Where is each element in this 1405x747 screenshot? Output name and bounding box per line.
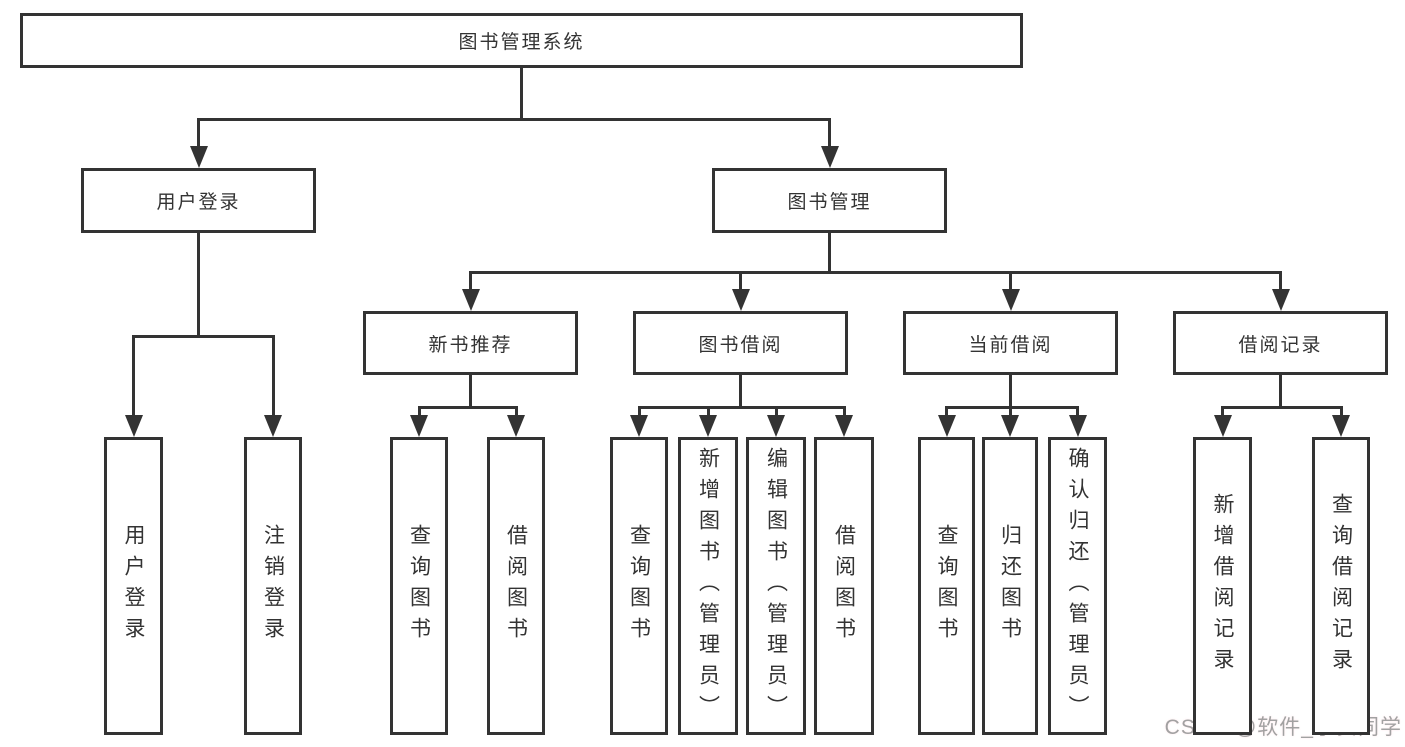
node-label: 用户登录 <box>122 524 145 648</box>
arrow-down-icon <box>264 415 282 437</box>
node-label: 当前借阅 <box>968 334 1053 356</box>
node-label: 图书借阅 <box>698 334 783 356</box>
node-user-login: 用户登录 <box>81 168 316 233</box>
node-book-management: 图书管理 <box>712 168 947 233</box>
arrow-down-icon <box>1271 289 1290 311</box>
arrow-down-icon <box>699 415 717 437</box>
node-leaf-user-login: 用户登录 <box>104 437 163 735</box>
node-current-borrowing: 当前借阅 <box>903 311 1118 375</box>
connector-line <box>514 407 518 417</box>
node-leaf-query-borrow-record: 查询借阅记录 <box>1312 437 1370 735</box>
connector-line <box>1339 407 1343 417</box>
connector-line <box>417 405 518 409</box>
connector-line <box>197 233 200 336</box>
node-label: 借阅图书 <box>832 524 856 648</box>
node-label: 新书推荐 <box>428 334 513 356</box>
node-leaf-return-book: 归还图书 <box>982 437 1038 735</box>
arrow-down-icon <box>820 146 839 168</box>
connector-line <box>1221 407 1224 417</box>
node-new-book-recommend: 新书推荐 <box>363 311 578 375</box>
node-label: 用户登录 <box>156 192 241 213</box>
arrow-down-icon <box>731 289 750 311</box>
arrow-down-icon <box>1001 415 1019 437</box>
connector-line <box>1009 375 1012 407</box>
node-leaf-borrow-books-2: 借阅图书 <box>814 437 874 735</box>
connector-line <box>417 407 421 417</box>
connector-line <box>132 334 275 338</box>
connector-line <box>774 407 778 417</box>
node-label: 归还图书 <box>998 524 1022 648</box>
node-label: 查询图书 <box>407 524 431 648</box>
connector-line <box>469 270 1282 274</box>
arrow-down-icon <box>630 415 648 437</box>
node-leaf-logout: 注销登录 <box>244 437 302 735</box>
connector-line <box>1279 375 1282 407</box>
node-leaf-confirm-return: 确认归还（管理员） <box>1048 437 1107 735</box>
connector-line <box>271 336 275 417</box>
arrow-down-icon <box>835 415 853 437</box>
connector-line <box>469 375 472 407</box>
node-label: 注销登录 <box>261 524 285 648</box>
connector-line <box>197 119 200 148</box>
connector-line <box>1221 405 1343 409</box>
node-leaf-query-books-2: 查询图书 <box>610 437 668 735</box>
node-book-borrowing: 图书借阅 <box>633 311 848 375</box>
connector-line <box>637 405 846 409</box>
arrow-down-icon <box>1213 415 1232 437</box>
arrow-down-icon <box>189 146 208 168</box>
connector-line <box>842 407 846 417</box>
connector-line <box>1279 272 1282 291</box>
arrow-down-icon <box>937 415 956 437</box>
node-leaf-borrow-books-1: 借阅图书 <box>487 437 545 735</box>
connector-line <box>1076 407 1079 417</box>
arrow-down-icon <box>124 415 143 437</box>
node-leaf-edit-book: 编辑图书（管理员） <box>746 437 806 735</box>
connector-line <box>739 272 742 291</box>
node-label: 查询图书 <box>627 524 651 648</box>
connector-line <box>739 375 742 407</box>
node-label: 新增图书（管理员） <box>696 446 720 726</box>
arrow-down-icon <box>1001 289 1020 311</box>
connector-line <box>828 119 831 148</box>
arrow-down-icon <box>1332 415 1350 437</box>
connector-line <box>132 336 135 417</box>
node-root: 图书管理系统 <box>20 13 1023 68</box>
node-label: 借阅记录 <box>1238 334 1323 356</box>
node-label: 图书管理 <box>787 192 872 213</box>
node-label: 编辑图书（管理员） <box>764 446 788 726</box>
node-leaf-add-borrow-record: 新增借阅记录 <box>1193 437 1252 735</box>
node-leaf-query-books-3: 查询图书 <box>918 437 975 735</box>
node-label: 借阅图书 <box>504 524 528 648</box>
node-label: 新增借阅记录 <box>1211 493 1234 679</box>
connector-line <box>945 405 1079 409</box>
connector-line <box>520 68 523 119</box>
node-label: 图书管理系统 <box>458 32 585 53</box>
node-label: 查询借阅记录 <box>1329 493 1353 679</box>
arrow-down-icon <box>507 415 525 437</box>
node-label: 确认归还（管理员） <box>1066 446 1089 726</box>
arrow-down-icon <box>767 415 785 437</box>
arrow-down-icon <box>410 415 428 437</box>
node-leaf-query-books-1: 查询图书 <box>390 437 448 735</box>
connector-line <box>945 407 948 417</box>
connector-line <box>637 407 641 417</box>
connector-line <box>197 117 831 121</box>
arrow-down-icon <box>461 289 480 311</box>
connector-line <box>469 272 472 291</box>
node-borrow-records: 借阅记录 <box>1173 311 1388 375</box>
node-label: 查询图书 <box>935 524 958 648</box>
connector-line <box>1008 407 1012 417</box>
arrow-down-icon <box>1068 415 1087 437</box>
connector-line <box>828 233 831 272</box>
node-leaf-add-book: 新增图书（管理员） <box>678 437 738 735</box>
connector-line <box>1009 272 1012 291</box>
connector-line <box>706 407 710 417</box>
